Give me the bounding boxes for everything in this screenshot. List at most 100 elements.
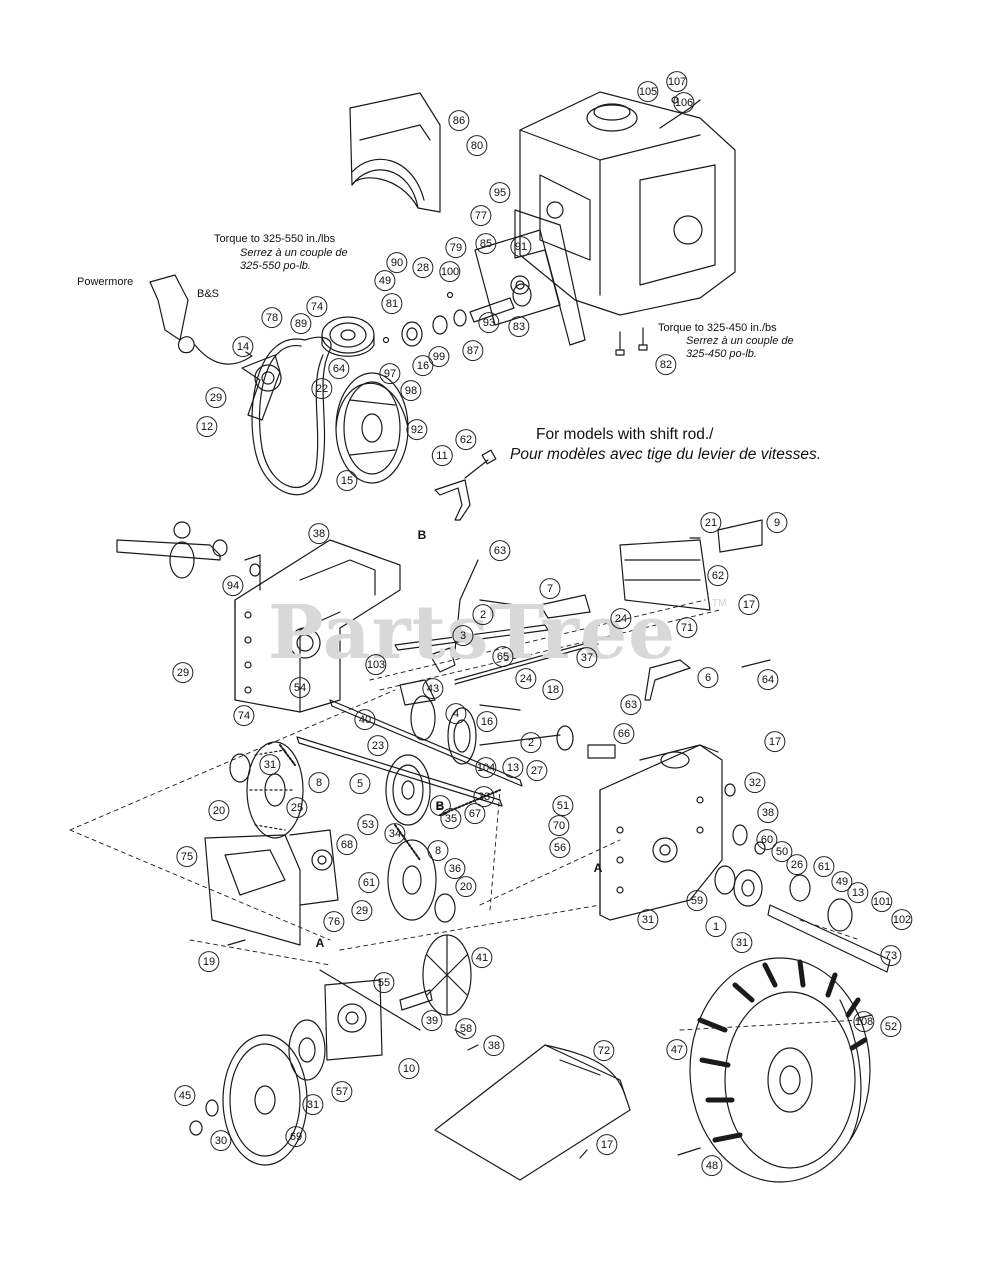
part-callout: 53 (361, 819, 375, 831)
part-callout: 95 (493, 187, 507, 199)
part-callout: 17 (600, 1139, 614, 1151)
part-callout: 50 (775, 846, 789, 858)
part-callout: 9 (773, 517, 781, 529)
part-callout: 75 (180, 851, 194, 863)
shift-rod-note-en: For models with shift rod./ (536, 426, 714, 443)
part-callout: 93 (482, 317, 496, 329)
part-callout: 85 (479, 238, 493, 250)
part-callout: 26 (790, 859, 804, 871)
part-callout: 61 (817, 861, 831, 873)
part-callout: 4 (452, 708, 460, 720)
part-callout: 64 (761, 674, 775, 686)
alignment-lines (69, 599, 861, 1031)
part-callout: 77 (474, 210, 488, 222)
part-callout: 100 (440, 266, 460, 278)
part-callout: 81 (385, 298, 399, 310)
torque-note-pulley-fr: Serrez à un couple de 325-550 po-lb. (240, 247, 348, 272)
part-callout: 105 (638, 86, 658, 98)
part-callout: 39 (425, 1015, 439, 1027)
right-axle (714, 783, 891, 973)
part-callout: 66 (617, 728, 631, 740)
part-callout: 12 (200, 421, 214, 433)
part-callout: 34 (388, 828, 402, 840)
part-callout: 11 (436, 450, 448, 462)
part-callout: 5 (356, 778, 364, 790)
part-callout: 31 (306, 1099, 320, 1111)
part-callout: 74 (310, 301, 324, 313)
part-callout: 17 (742, 599, 756, 611)
part-callout: 33 (477, 791, 491, 803)
engine-bolts (615, 327, 648, 356)
part-callout: 2 (479, 609, 487, 621)
friction-disc (296, 736, 503, 826)
part-callout: 10 (402, 1063, 416, 1075)
part-callout: 79 (449, 242, 463, 254)
part-callout: 31 (641, 914, 655, 926)
engine (519, 91, 736, 316)
part-callout: 18 (546, 684, 560, 696)
part-callout: 20 (459, 881, 473, 893)
part-callout: 106 (674, 97, 694, 109)
part-callout: 63 (493, 545, 507, 557)
part-callout: 59 (690, 895, 704, 907)
reference-letter: A (315, 936, 325, 950)
part-callout: 13 (506, 762, 520, 774)
right-frame (599, 744, 723, 921)
part-callout: 89 (294, 318, 308, 330)
left-bracket (204, 829, 339, 946)
friction-shaft (329, 695, 616, 787)
part-callout: 28 (416, 262, 430, 274)
part-callout: 27 (530, 765, 544, 777)
part-callout: 51 (556, 800, 570, 812)
part-callout: 24 (519, 673, 533, 685)
shift-rod (434, 449, 497, 521)
wheel-bolt (677, 1147, 701, 1156)
part-callout: 78 (265, 312, 279, 324)
part-callout: 38 (487, 1040, 501, 1052)
part-callout: 99 (432, 351, 446, 363)
gear-case (319, 934, 472, 1061)
part-callout: 68 (340, 839, 354, 851)
part-callout: 97 (383, 368, 397, 380)
part-callout: 92 (410, 424, 424, 436)
part-callout: 7 (546, 583, 554, 595)
part-callout: 19 (202, 956, 216, 968)
part-callout: 65 (496, 651, 510, 663)
part-callout: 40 (358, 714, 372, 726)
part-callout: 80 (470, 140, 484, 152)
part-callout: 13 (851, 887, 865, 899)
part-callout: 36 (448, 863, 462, 875)
part-callout: 24 (614, 613, 628, 625)
powermore-label: Powermore (77, 276, 134, 288)
part-callout: 20 (212, 805, 226, 817)
watermark-trademark: TM (712, 598, 727, 609)
part-callout: 72 (597, 1045, 611, 1057)
part-callout: 31 (263, 759, 277, 771)
part-callout: 29 (176, 667, 190, 679)
part-callout: 38 (312, 528, 326, 540)
part-callout: 30 (214, 1135, 228, 1147)
torque-note-pulley-en: Torque to 325-550 in./lbs (214, 233, 336, 245)
part-callout: 16 (416, 360, 430, 372)
part-callout: 73 (884, 950, 898, 962)
shift-linkage (394, 519, 763, 706)
part-callout: 83 (512, 321, 526, 333)
shaft-hardware (382, 283, 532, 347)
part-callout: 8 (434, 845, 442, 857)
part-callout: 76 (327, 916, 341, 928)
part-callout: 63 (624, 699, 638, 711)
part-callout: 35 (444, 813, 458, 825)
part-callout: 32 (748, 777, 762, 789)
torque-note-engine-fr: Serrez à un couple de 325-450 po-lb. (686, 335, 794, 360)
part-callout: 102 (892, 914, 912, 926)
part-callout: 25 (290, 802, 304, 814)
part-callout: 62 (711, 570, 725, 582)
part-callout: 71 (680, 622, 694, 634)
part-callout: 61 (362, 877, 376, 889)
part-callout: 16 (480, 716, 494, 728)
part-callout: 103 (366, 659, 386, 671)
part-callout: 90 (390, 257, 404, 269)
part-callout: 62 (459, 434, 473, 446)
part-callout: 43 (426, 683, 440, 695)
